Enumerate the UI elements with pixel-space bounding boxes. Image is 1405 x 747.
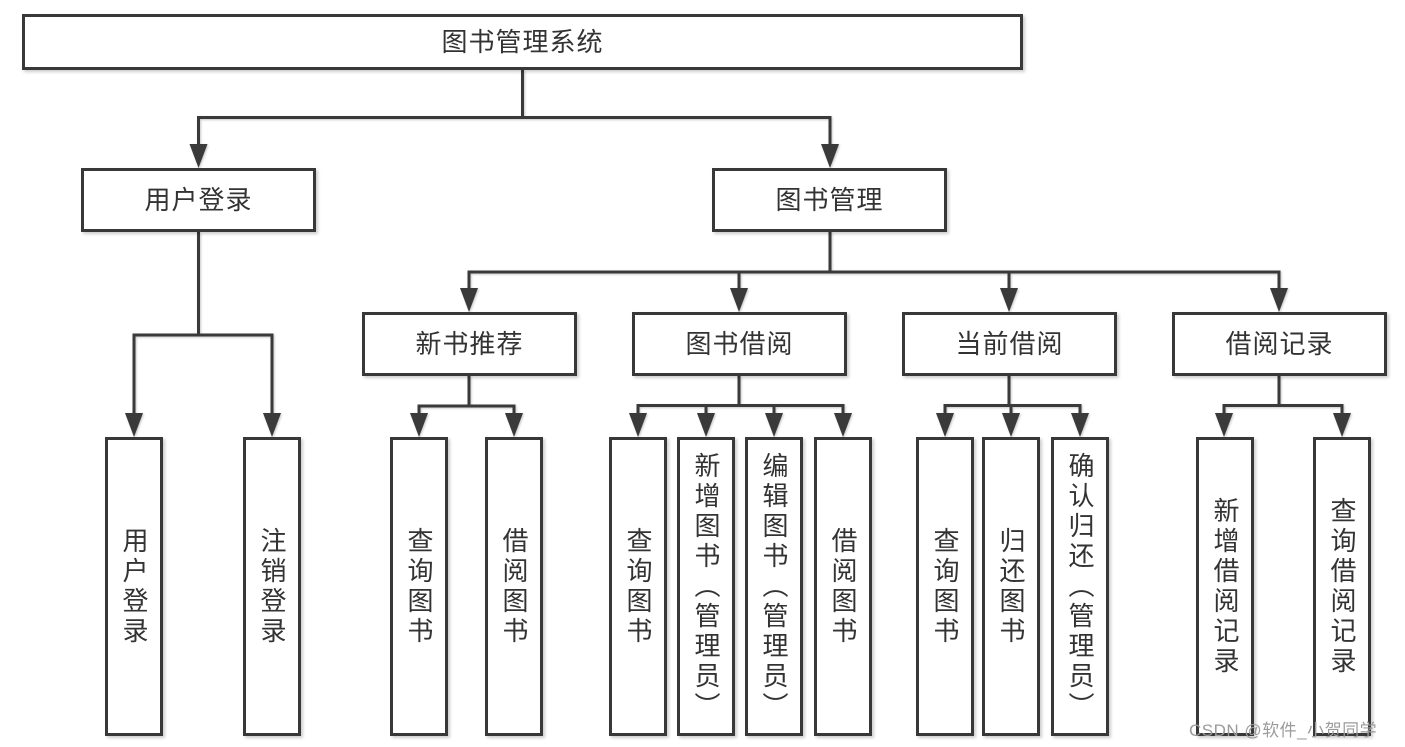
node-current-borrow: 当前借阅: [902, 312, 1117, 376]
node-user-login: 用户登录: [81, 168, 316, 232]
leaf-borrow-books-1: 借阅图书: [485, 437, 543, 736]
connector-root-to-level2: [189, 70, 839, 168]
connector-book-mgmt-children: [460, 232, 1288, 312]
leaf-borrow-books-2: 借阅图书: [814, 437, 872, 736]
leaf-query-books-3: 查询图书: [916, 437, 974, 736]
leaf-logout: 注销登录: [243, 437, 301, 736]
connector-user-login-children: [125, 232, 281, 437]
leaf-query-books-2: 查询图书: [609, 437, 667, 736]
node-borrow-records: 借阅记录: [1172, 312, 1387, 376]
leaf-query-borrow-record: 查询借阅记录: [1313, 437, 1371, 736]
node-root-system: 图书管理系统: [22, 14, 1023, 70]
node-new-book-recommend: 新书推荐: [362, 312, 577, 376]
csdn-watermark: CSDN @软件_小贺同学: [1189, 721, 1378, 740]
connector-book-borrow-children: [629, 376, 852, 437]
leaf-add-books-admin: 新增图书（管理员）: [677, 437, 735, 736]
connector-new-book-children: [410, 376, 523, 437]
node-book-borrow: 图书借阅: [632, 312, 847, 376]
leaf-confirm-return-admin: 确认归还（管理员）: [1051, 437, 1109, 736]
leaf-query-books-1: 查询图书: [390, 437, 448, 736]
node-book-management: 图书管理: [712, 168, 947, 232]
leaf-user-login: 用户登录: [105, 437, 163, 736]
leaf-edit-books-admin: 编辑图书（管理员）: [745, 437, 803, 736]
leaf-return-books: 归还图书: [982, 437, 1040, 736]
connector-borrow-records-children: [1215, 376, 1351, 437]
connector-current-borrow-children: [936, 376, 1089, 437]
leaf-add-borrow-record: 新增借阅记录: [1196, 437, 1254, 736]
